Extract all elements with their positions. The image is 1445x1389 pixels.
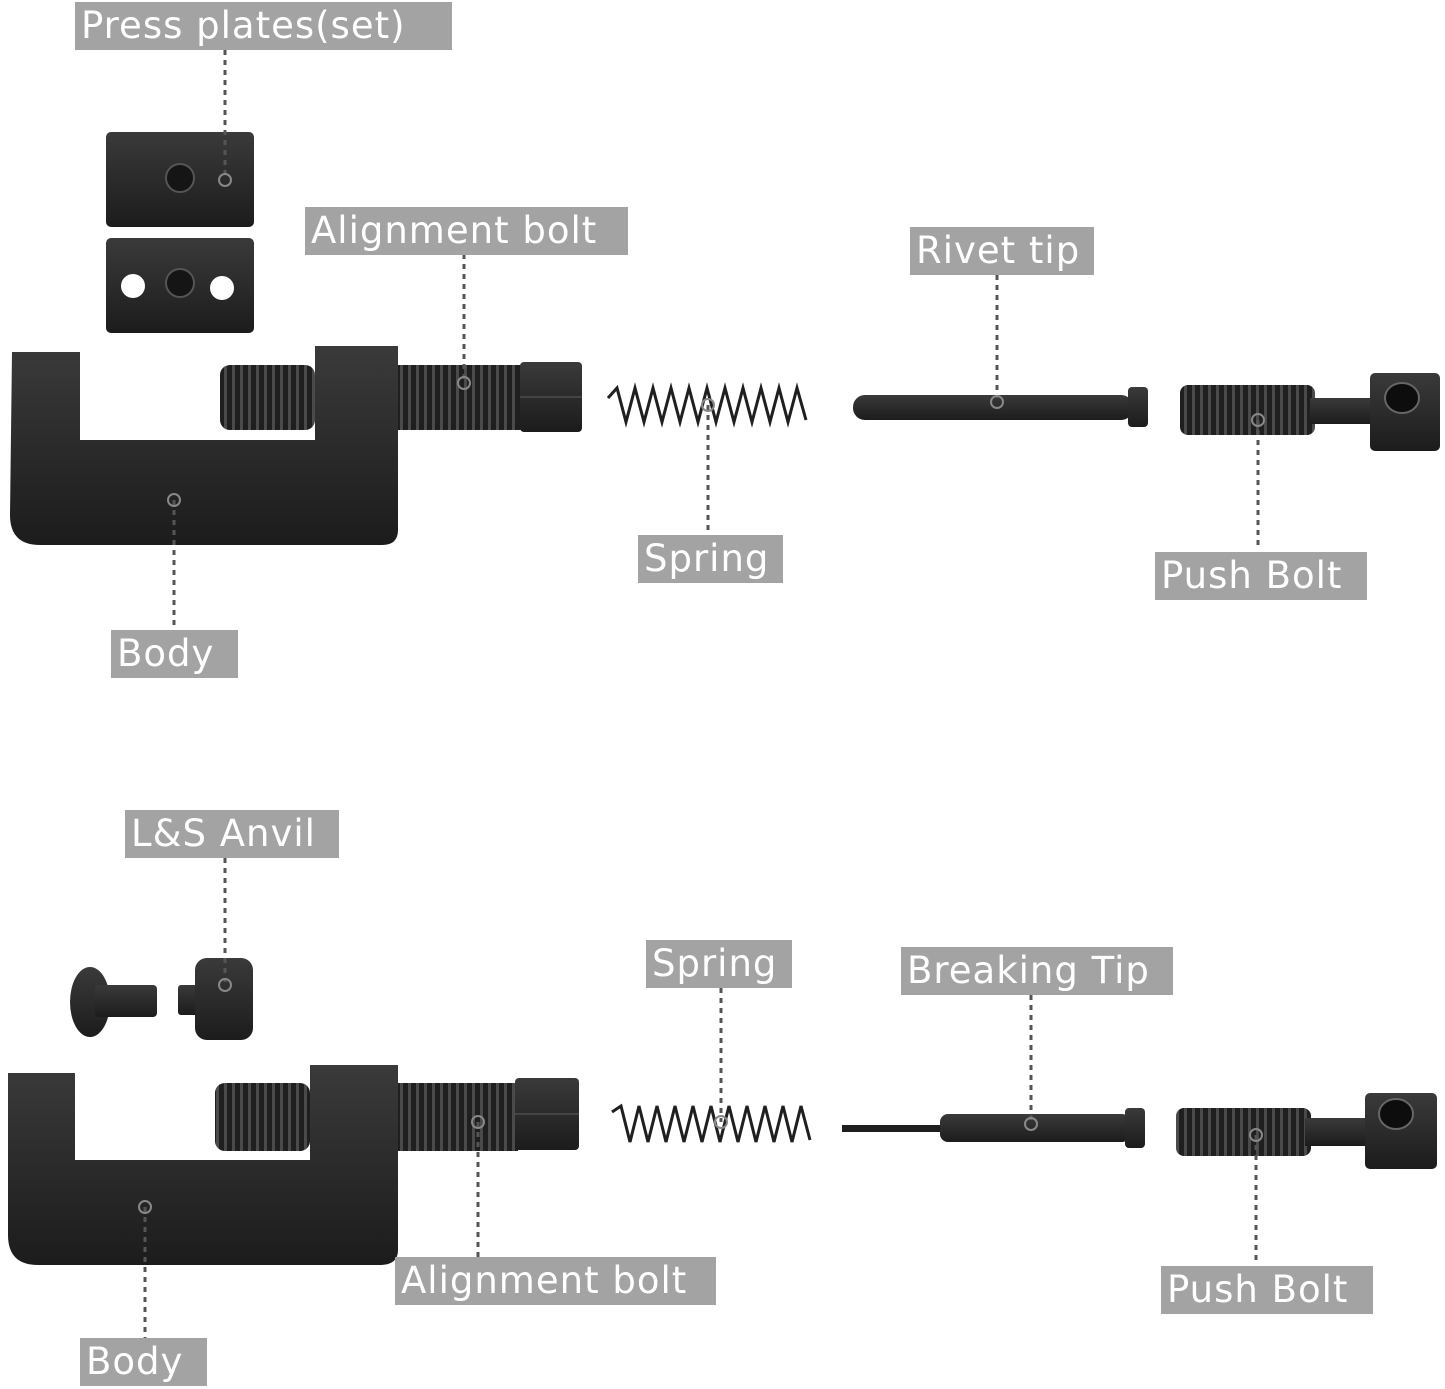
label-push-bolt: Push Bolt xyxy=(1155,552,1367,600)
alignment-bolt xyxy=(215,1078,579,1151)
press-plate-bottom xyxy=(106,238,254,333)
label-press-plates: Press plates(set) xyxy=(75,2,452,50)
label-alignment-bolt-bottom: Alignment bolt xyxy=(395,1257,716,1305)
label-anvil: L&S Anvil xyxy=(125,810,339,858)
label-rivet-tip: Rivet tip xyxy=(910,227,1094,275)
body-frame xyxy=(8,1065,398,1265)
label-body-bottom: Body xyxy=(80,1338,207,1386)
anvil-large xyxy=(178,958,253,1040)
anvil-small xyxy=(70,967,157,1037)
spring xyxy=(606,382,808,428)
leader-lines-top xyxy=(172,50,1260,630)
label-push-bolt-bottom: Push Bolt xyxy=(1161,1266,1373,1314)
body-frame xyxy=(10,346,398,545)
leader-dots-bottom xyxy=(138,978,1263,1214)
alignment-bolt xyxy=(220,362,582,432)
press-plate-top xyxy=(106,132,254,227)
spring xyxy=(611,1103,812,1143)
label-spring: Spring xyxy=(638,535,783,583)
leader-dots-top xyxy=(167,173,1265,507)
label-alignment-bolt: Alignment bolt xyxy=(305,207,628,255)
label-spring-bottom: Spring xyxy=(646,940,792,988)
bottom-kit xyxy=(8,858,1437,1338)
leader-lines-bottom xyxy=(143,858,1258,1338)
push-bolt xyxy=(1176,1093,1437,1169)
label-breaking-tip: Breaking Tip xyxy=(901,947,1173,995)
push-bolt xyxy=(1180,373,1440,451)
top-kit xyxy=(10,50,1440,630)
breaking-tip xyxy=(842,1108,1145,1148)
label-body: Body xyxy=(111,630,238,678)
